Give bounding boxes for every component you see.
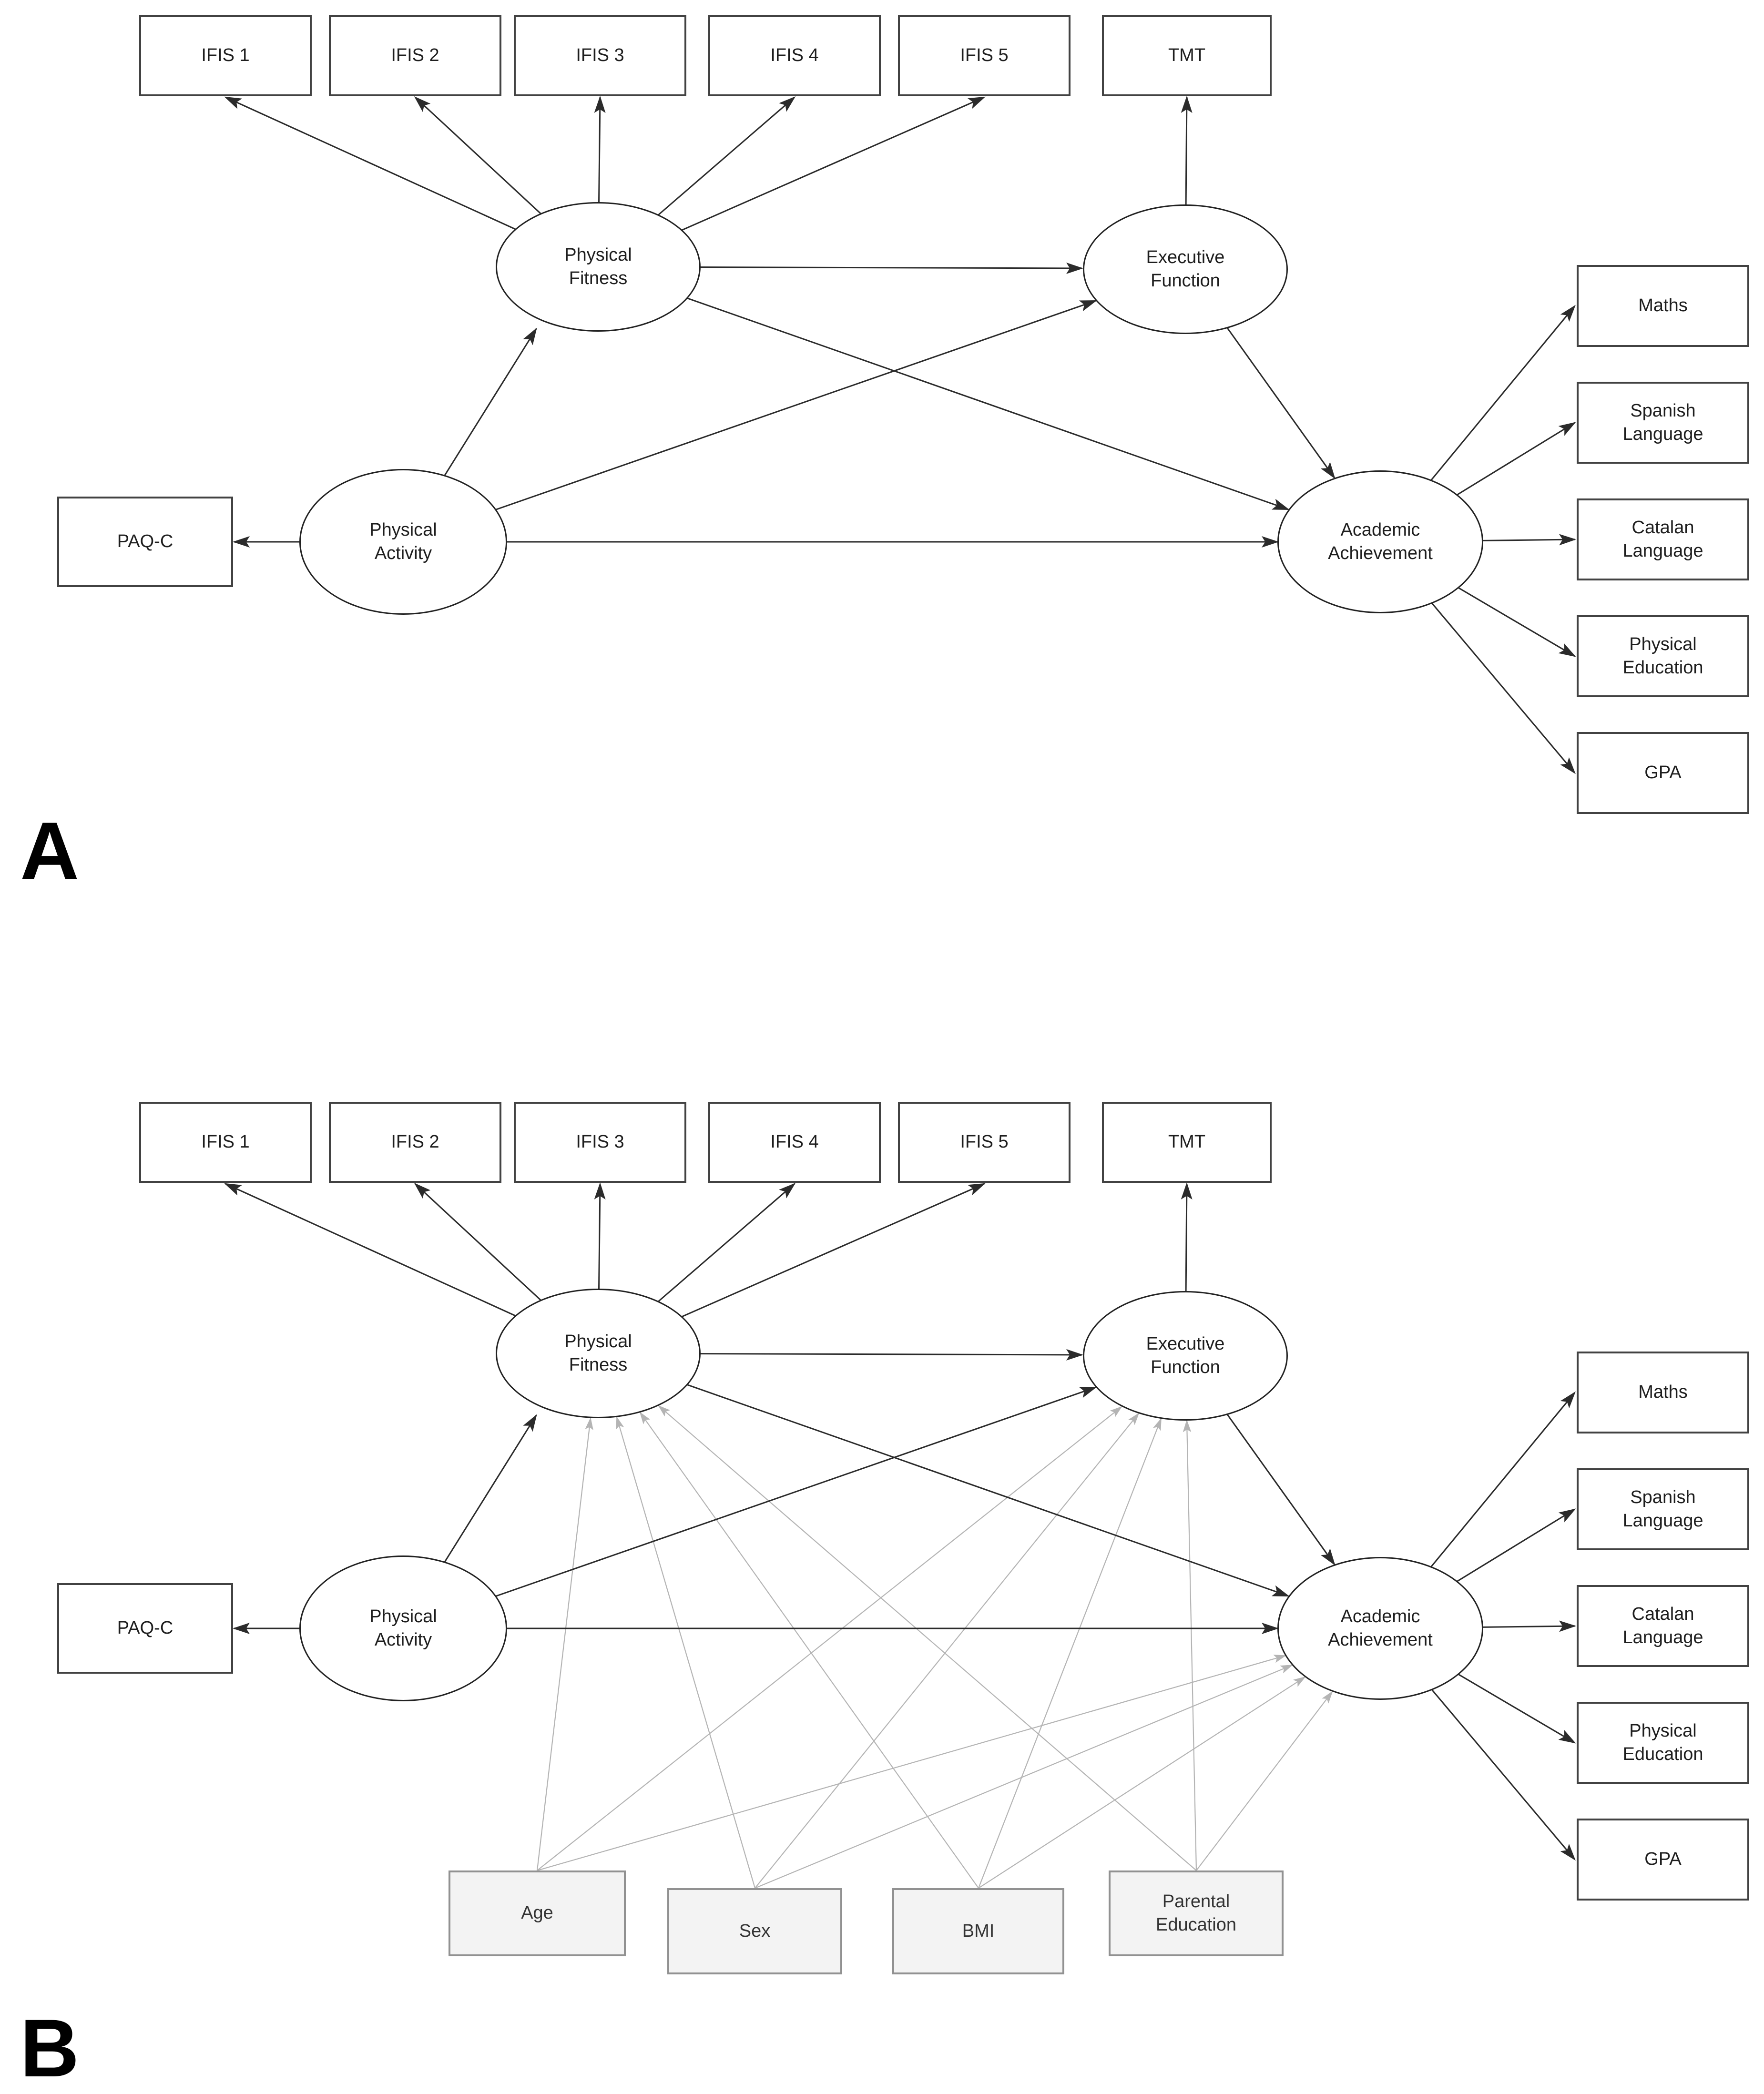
arrow-bmi-ef-b [978, 1417, 1162, 1889]
latent-physical-fitness-a: Physical Fitness [496, 202, 701, 332]
indicator-ifis2-a: IFIS 2 [329, 15, 501, 96]
arrow-sex-ef-b [755, 1413, 1140, 1889]
outcome-physed-b: Physical Education [1577, 1702, 1749, 1784]
covariate-sex: Sex [667, 1888, 842, 1974]
latent-academic-achievement-a: Academic Achievement [1277, 470, 1483, 613]
arrow-pf-aa-a [598, 266, 1290, 510]
arrow-age-aa-b [537, 1655, 1287, 1871]
indicator-tmt-a: TMT [1102, 15, 1272, 96]
indicator-ifis4-b: IFIS 4 [708, 1102, 881, 1183]
indicator-ifis3-a: IFIS 3 [514, 15, 686, 96]
covariate-age: Age [449, 1870, 626, 1956]
indicator-tmt-b: TMT [1102, 1102, 1272, 1183]
arrow-sex-pf-b [616, 1416, 756, 1889]
outcome-physed-a: Physical Education [1577, 615, 1749, 697]
arrow-sex-aa-b [755, 1664, 1294, 1889]
outcome-gpa-a: GPA [1577, 732, 1749, 814]
panel-a-label: A [20, 805, 80, 897]
arrow-pa-ef-b [403, 1386, 1097, 1629]
arrow-bmi-pf-b [639, 1412, 979, 1889]
outcome-maths-b: Maths [1577, 1352, 1749, 1433]
indicator-paqc-a: PAQ-C [57, 497, 233, 587]
arrow-age-pf-b [536, 1417, 593, 1871]
outcome-spanish-a: Spanish Language [1577, 382, 1749, 464]
arrow-pf-aa-b [598, 1352, 1290, 1597]
indicator-ifis1-b: IFIS 1 [139, 1102, 312, 1183]
outcome-gpa-b: GPA [1577, 1819, 1749, 1901]
outcome-catalan-b: Catalan Language [1577, 1585, 1749, 1667]
arrow-pa-ef-a [403, 300, 1097, 543]
indicator-ifis2-b: IFIS 2 [329, 1102, 501, 1183]
arrow-pared-ef-b [1183, 1419, 1197, 1871]
indicator-ifis1-a: IFIS 1 [139, 15, 312, 96]
indicator-ifis5-a: IFIS 5 [898, 15, 1071, 96]
latent-academic-achievement-b: Academic Achievement [1277, 1557, 1483, 1700]
arrow-bmi-aa-b [978, 1676, 1306, 1889]
indicator-ifis3-b: IFIS 3 [514, 1102, 686, 1183]
covariate-bmi: BMI [892, 1888, 1064, 1974]
indicator-ifis4-a: IFIS 4 [708, 15, 881, 96]
arrow-pared-pf-b [658, 1405, 1197, 1871]
outcome-spanish-b: Spanish Language [1577, 1468, 1749, 1550]
latent-physical-activity-a: Physical Activity [299, 469, 507, 615]
latent-executive-function-a: Executive Function [1083, 204, 1288, 334]
latent-executive-function-b: Executive Function [1083, 1291, 1288, 1421]
outcome-catalan-a: Catalan Language [1577, 498, 1749, 580]
panel-b-label: B [20, 2003, 80, 2094]
latent-physical-fitness-b: Physical Fitness [496, 1289, 701, 1418]
outcome-maths-a: Maths [1577, 265, 1749, 347]
latent-physical-activity-b: Physical Activity [299, 1555, 507, 1701]
indicator-paqc-b: PAQ-C [57, 1583, 233, 1674]
arrow-pared-aa-b [1196, 1691, 1333, 1871]
indicator-ifis5-b: IFIS 5 [898, 1102, 1071, 1183]
arrow-age-ef-b [537, 1406, 1122, 1871]
covariate-parental-education: Parental Education [1109, 1870, 1284, 1956]
